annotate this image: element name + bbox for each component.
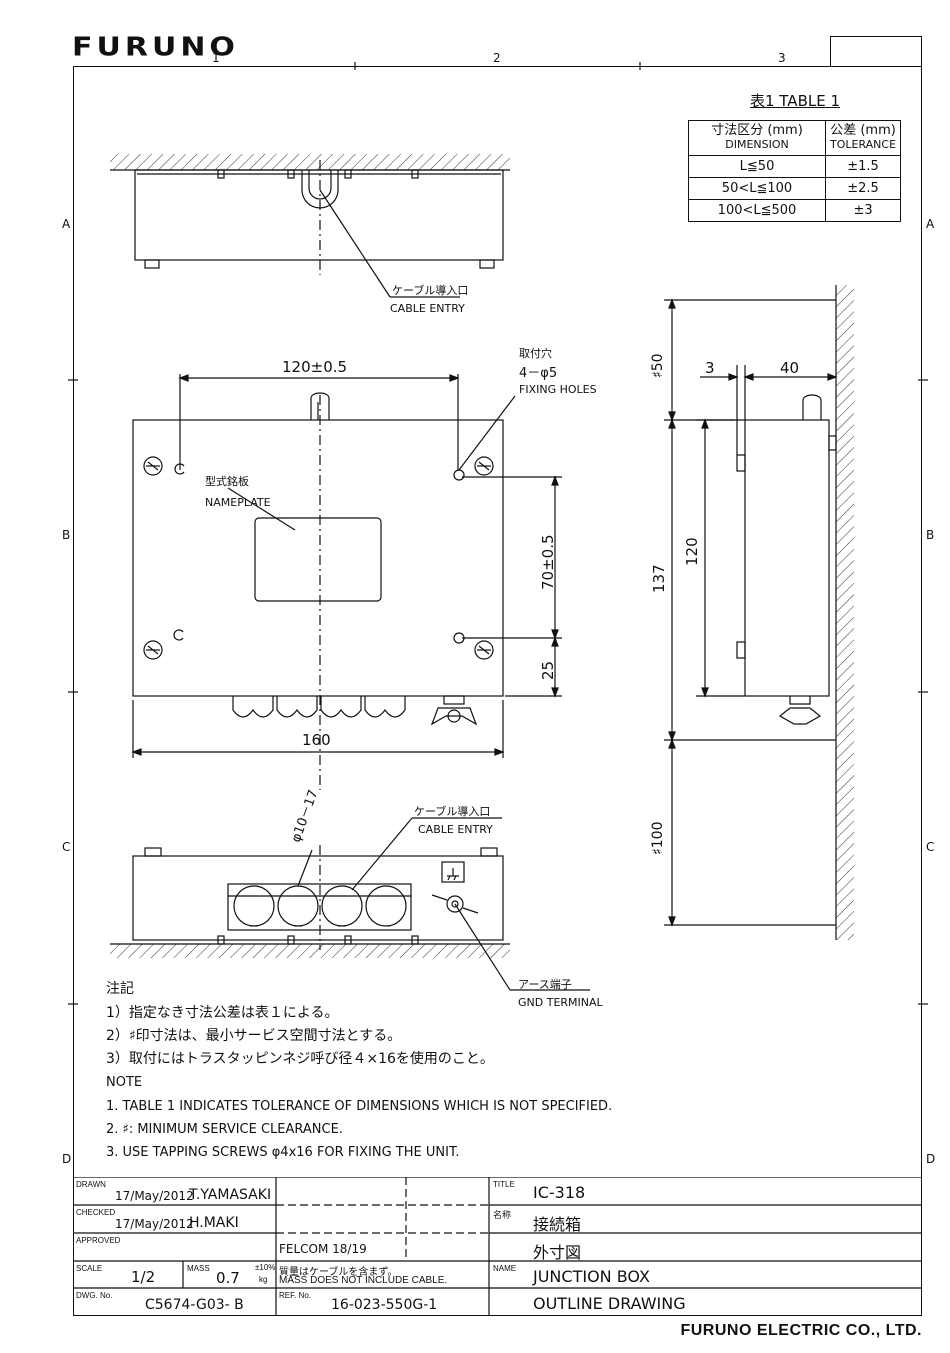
nameplate-label-en: NAMEPLATE bbox=[205, 496, 271, 509]
dim-40: 40 bbox=[780, 359, 800, 377]
column-3-marker: 3 bbox=[778, 51, 786, 65]
row-a-marker-right: A bbox=[926, 217, 935, 231]
dim-3: 3 bbox=[705, 359, 715, 377]
furuno-logo: FURUNO bbox=[72, 32, 239, 63]
name-en-2: OUTLINE DRAWING bbox=[533, 1294, 686, 1313]
checked-label: CHECKED bbox=[76, 1208, 116, 1217]
row-b-marker-left: B bbox=[62, 528, 71, 542]
approved-label: APPROVED bbox=[76, 1236, 121, 1245]
title-block-lines bbox=[73, 1177, 922, 1316]
dimension-cell: 100<L≦500 bbox=[688, 199, 826, 222]
cable-entry-label-jp-top: ケーブル導入口 bbox=[392, 284, 469, 297]
dimension-cell: L≦50 bbox=[688, 155, 826, 178]
checked-date: 17/May/2012 bbox=[115, 1217, 194, 1231]
row-a-marker-left: A bbox=[62, 217, 71, 231]
column-2-marker: 2 bbox=[493, 51, 501, 65]
note-jp-3: 3）取付にはトラスタッピンネジ呼び径４×16を使用のこと。 bbox=[106, 1051, 494, 1067]
dimension-cell: 50<L≦100 bbox=[688, 177, 826, 200]
table-row: L≦50±1.5 bbox=[688, 155, 902, 178]
scale-value: 1/2 bbox=[131, 1268, 156, 1286]
felcom-label: FELCOM 18/19 bbox=[279, 1242, 367, 1256]
dim-50-clearance: ♯50 bbox=[650, 353, 666, 378]
notes-heading-en: NOTE bbox=[106, 1075, 143, 1090]
column-1-marker: 1 bbox=[212, 51, 220, 65]
dwg-no: C5674-G03- B bbox=[145, 1297, 244, 1313]
scale-label: SCALE bbox=[76, 1264, 103, 1273]
note-en-2: 2. ♯: MINIMUM SERVICE CLEARANCE. bbox=[106, 1122, 343, 1137]
company-name: FURUNO ELECTRIC CO., LTD. bbox=[680, 1322, 922, 1339]
name-jp: 接続箱 bbox=[533, 1215, 582, 1234]
cable-entry-label-en-top: CABLE ENTRY bbox=[390, 302, 465, 315]
tolerance-header-en: TOLERANCE bbox=[830, 138, 897, 151]
name-label: NAME bbox=[493, 1264, 517, 1273]
title-label: TITLE bbox=[493, 1180, 515, 1189]
tolerance-cell: ±3 bbox=[824, 199, 902, 222]
mass-tolerance: ±10% bbox=[255, 1263, 276, 1272]
note-en-3: 3. USE TAPPING SCREWS φ4x16 FOR FIXING T… bbox=[106, 1145, 460, 1160]
tolerance-header: 公差 (mm) TOLERANCE bbox=[824, 120, 902, 156]
title-block: DRAWN 17/May/2012 T.YAMASAKI CHECKED 17/… bbox=[73, 1177, 922, 1316]
dwg-no-label: DWG. No. bbox=[76, 1291, 113, 1300]
notes-heading-jp: 注記 bbox=[106, 981, 134, 997]
table1-title: 表1 TABLE 1 bbox=[750, 92, 841, 110]
gnd-terminal-label-en: GND TERMINAL bbox=[518, 996, 603, 1009]
drawn-by: T.YAMASAKI bbox=[189, 1187, 272, 1203]
fixing-holes-spec: 4－φ5 bbox=[519, 366, 558, 381]
row-c-marker-left: C bbox=[62, 840, 71, 854]
drawing-frame bbox=[73, 66, 922, 1316]
row-b-marker-right: B bbox=[926, 528, 935, 542]
dimension-header: 寸法区分 (mm) DIMENSION bbox=[688, 120, 826, 156]
nameplate-label-jp: 型式銘板 bbox=[205, 475, 249, 488]
dimension-header-jp: 寸法区分 (mm) bbox=[711, 123, 803, 138]
tolerance-cell: ±2.5 bbox=[824, 177, 902, 200]
dim-70-holes: 70±0.5 bbox=[539, 534, 557, 590]
mass-value: 0.7 bbox=[216, 1269, 240, 1287]
dimension-header-en: DIMENSION bbox=[725, 138, 789, 151]
model-title: IC-318 bbox=[533, 1183, 586, 1202]
note-jp-1: 1）指定なき寸法公差は表１による。 bbox=[106, 1005, 339, 1021]
ref-no: 16-023-550G-1 bbox=[331, 1297, 438, 1313]
drawn-date: 17/May/2012 bbox=[115, 1189, 194, 1203]
revision-box bbox=[830, 36, 922, 66]
row-d-marker-left: D bbox=[62, 1152, 72, 1166]
checked-by: H.MAKI bbox=[189, 1215, 239, 1231]
drawn-label: DRAWN bbox=[76, 1180, 106, 1189]
tolerance-header-jp: 公差 (mm) bbox=[830, 123, 896, 138]
mass-unit: kg bbox=[259, 1275, 268, 1284]
name-en: JUNCTION BOX bbox=[533, 1267, 650, 1286]
tolerance-table: 寸法区分 (mm) DIMENSION 公差 (mm) TOLERANCE L≦… bbox=[688, 120, 902, 222]
tolerance-cell: ±1.5 bbox=[824, 155, 902, 178]
dim-120-side: 120 bbox=[683, 537, 701, 566]
note-jp-2: 2）♯印寸法は、最小サービス空間寸法とする。 bbox=[106, 1028, 402, 1044]
dim-100-clearance: ♯100 bbox=[650, 821, 666, 856]
dim-120-holes: 120±0.5 bbox=[282, 358, 348, 376]
mass-note-jp: 質量はケーブルを含まず。 bbox=[279, 1267, 398, 1278]
name-jp-2: 外寸図 bbox=[533, 1243, 582, 1262]
dim-25-bottom: 25 bbox=[539, 660, 557, 680]
name-label-jp: 名称 bbox=[493, 1210, 512, 1220]
table-row: 100<L≦500±3 bbox=[688, 199, 902, 222]
table-row: 50<L≦100±2.5 bbox=[688, 177, 902, 200]
dim-137: 137 bbox=[650, 564, 668, 593]
dim-160-width: 160 bbox=[302, 731, 331, 749]
cable-entry-label-en-bottom: CABLE ENTRY bbox=[418, 823, 493, 836]
fixing-holes-label-en: FIXING HOLES bbox=[519, 383, 597, 396]
gnd-terminal-label-jp: アース端子 bbox=[518, 978, 572, 991]
table-header-row: 寸法区分 (mm) DIMENSION 公差 (mm) TOLERANCE bbox=[688, 120, 902, 156]
cable-entry-label-jp-bottom: ケーブル導入口 bbox=[414, 805, 491, 818]
mass-note-en: MASS DOES NOT INCLUDE CABLE. bbox=[279, 1275, 448, 1286]
fixing-holes-label-jp: 取付穴 bbox=[519, 347, 552, 360]
row-d-marker-right: D bbox=[926, 1152, 936, 1166]
note-en-1: 1. TABLE 1 INDICATES TOLERANCE OF DIMENS… bbox=[106, 1099, 613, 1114]
row-c-marker-right: C bbox=[926, 840, 935, 854]
mass-label: MASS bbox=[187, 1264, 210, 1273]
ref-no-label: REF. No. bbox=[279, 1291, 312, 1300]
